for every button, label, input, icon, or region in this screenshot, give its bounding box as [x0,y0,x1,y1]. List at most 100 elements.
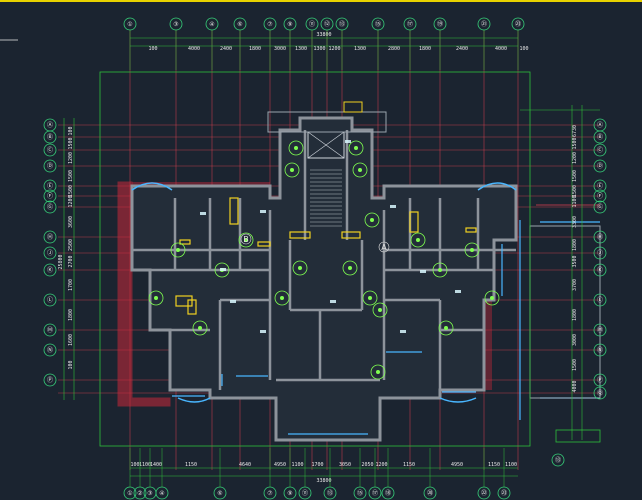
top-dim-text: 3000 [274,46,286,52]
top-axis-bubble-label: ① [127,21,132,28]
fixture-tick [390,205,396,208]
right-axis-bubble [593,323,607,337]
top-dim-text: 100 [148,46,157,52]
right-axis-bubble [593,179,607,193]
right-dim-text: 1800 [572,239,578,251]
fixture-yellow [289,231,311,239]
right-dim-text: 6730 [572,125,578,137]
fixture-dot [294,146,298,150]
left-dim-text: 100 [68,360,74,369]
right-axis-bubble-label: Ⓟ [597,376,603,384]
top-dim-text: 1800 [249,46,261,52]
fixture-circle [352,162,368,178]
left-axis-bubble [43,159,57,173]
left-axis-bubble-label: Ⓐ [47,121,53,129]
bottom-dim-text: 1100 [291,462,303,468]
fixture-yellow [257,241,271,247]
fixture-circle [284,162,300,178]
bottom-axis-bubble-label: ⑨ [287,490,292,497]
fixture-dot [348,266,352,270]
fixture-circle [364,212,380,228]
left-dim-text: 3600 [68,216,74,228]
fixture-tick [420,270,426,273]
left-axis-bubble [43,189,57,203]
fixture-circle [464,242,480,258]
bottom-dim-text: 1150 [488,462,500,468]
left-dim-text: 1200 [68,195,74,207]
right-dim-text: 4000 [572,380,578,392]
left-axis-bubble-label: Ⓜ [47,326,53,334]
right-axis-bubble [593,373,607,387]
bay-window-bottom-right [439,397,477,403]
left-axis-bubble [43,373,57,387]
top-total-text: 33800 [316,32,331,38]
building-outline [130,116,518,442]
fixture-dot [470,248,474,252]
top-dim-text: 1300 [354,46,366,52]
top-dim-text: 2800 [388,46,400,52]
fixture-circle [170,242,186,258]
top-axis-bubble-label: ㉑ [481,20,487,28]
top-axis-bubble-label: ⑥ [237,21,242,28]
right-axis-bubble-label: Ⓑ [597,133,603,141]
left-axis-bubble-label: Ⓗ [47,233,53,241]
bay-window-right [477,182,517,191]
left-dim-text: 100 [68,126,74,135]
left-dim-text: 1200 [68,152,74,164]
annex-dim-box [555,429,601,443]
right-axis-bubble-label: Ⓓ [597,162,603,170]
fixture-tick [455,290,461,293]
right-dim-text: 3700 [572,279,578,291]
top-dim-text: 1300 [295,46,307,52]
fixture-yellow [341,231,361,239]
fixture-circle [484,290,500,306]
top-dim-text: 2400 [220,46,232,52]
right-axis-bubble-label: Ⓜ [597,326,603,334]
bottom-dim-text: 2050 [361,462,373,468]
left-axis-bubble [43,246,57,260]
fixture-dot [490,296,494,300]
left-dim-text: 1500 [68,185,74,197]
top-axis-bubble-label: ③ [173,21,178,28]
bottom-dim-text: 1700 [311,462,323,468]
fixture-yellow [187,299,197,315]
fixture-circle [292,260,308,276]
fixture-dot [444,326,448,330]
bottom-axis-bubble-label: ⑳ [427,489,433,497]
right-axis-bubble [593,263,607,277]
bottom-dim-text: 4640 [239,462,251,468]
bottom-dim-text: 1150 [403,462,415,468]
right-axis-bubble [593,130,607,144]
right-axis-bubble [593,200,607,214]
left-dim-text: 1700 [68,279,74,291]
left-axis-bubble [43,130,57,144]
right-axis-bubble [593,159,607,173]
fixture-dot [416,238,420,242]
bottom-dim-text: 3050 [339,462,351,468]
top-axis-bubble-label: ⑮ [375,20,381,28]
fixture-circle [274,290,290,306]
bottom-dim-text: 1200 [375,462,387,468]
left-axis-bubble [43,293,57,307]
left-axis-bubble [43,343,57,357]
right-dim-text: 3300 [572,216,578,228]
right-axis-bubble-label: Ⓚ [597,266,603,274]
right-dim-text: 3500 [572,255,578,267]
fixture-dot [176,248,180,252]
left-dim-text: 1500 [68,137,74,149]
fixture-circle [432,262,448,278]
bottom-axis-bubble-label: ⑰ [372,489,378,497]
bottom-axis-bubble-label: ④ [159,490,164,497]
bottom-axis-bubble-label: ⑬ [327,489,333,497]
right-axis-bubble [593,343,607,357]
fixture-circle [342,260,358,276]
right-axis-bubble-label: Ⓠ [597,389,603,397]
left-axis-bubble [43,263,57,277]
left-axis-bubble-label: Ⓖ [47,203,53,211]
fixture-circle [438,320,454,336]
bottom-axis-bubble-label: ⑪ [302,489,308,497]
fixture-circle [362,290,378,306]
fixture-dot [368,296,372,300]
